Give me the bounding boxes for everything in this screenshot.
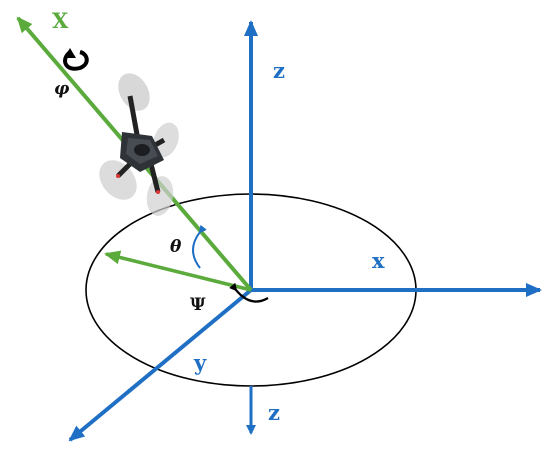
label-z-bottom: z	[268, 400, 280, 425]
label-y: y	[193, 350, 207, 375]
psi-angle-arc	[229, 282, 269, 303]
curved-arrow-icon	[63, 48, 89, 71]
label-body-x: X	[52, 8, 69, 33]
y-axis-diagonal	[68, 288, 253, 442]
theta-angle-arc	[192, 224, 207, 269]
label-phi: φ	[54, 79, 70, 99]
label-z-top: z	[273, 58, 285, 83]
projected-arrow	[104, 250, 252, 292]
label-theta: θ	[170, 237, 182, 257]
quadcopter-drone-icon	[99, 73, 179, 216]
label-x-right: x	[372, 248, 385, 273]
label-psi: Ψ	[190, 295, 206, 315]
